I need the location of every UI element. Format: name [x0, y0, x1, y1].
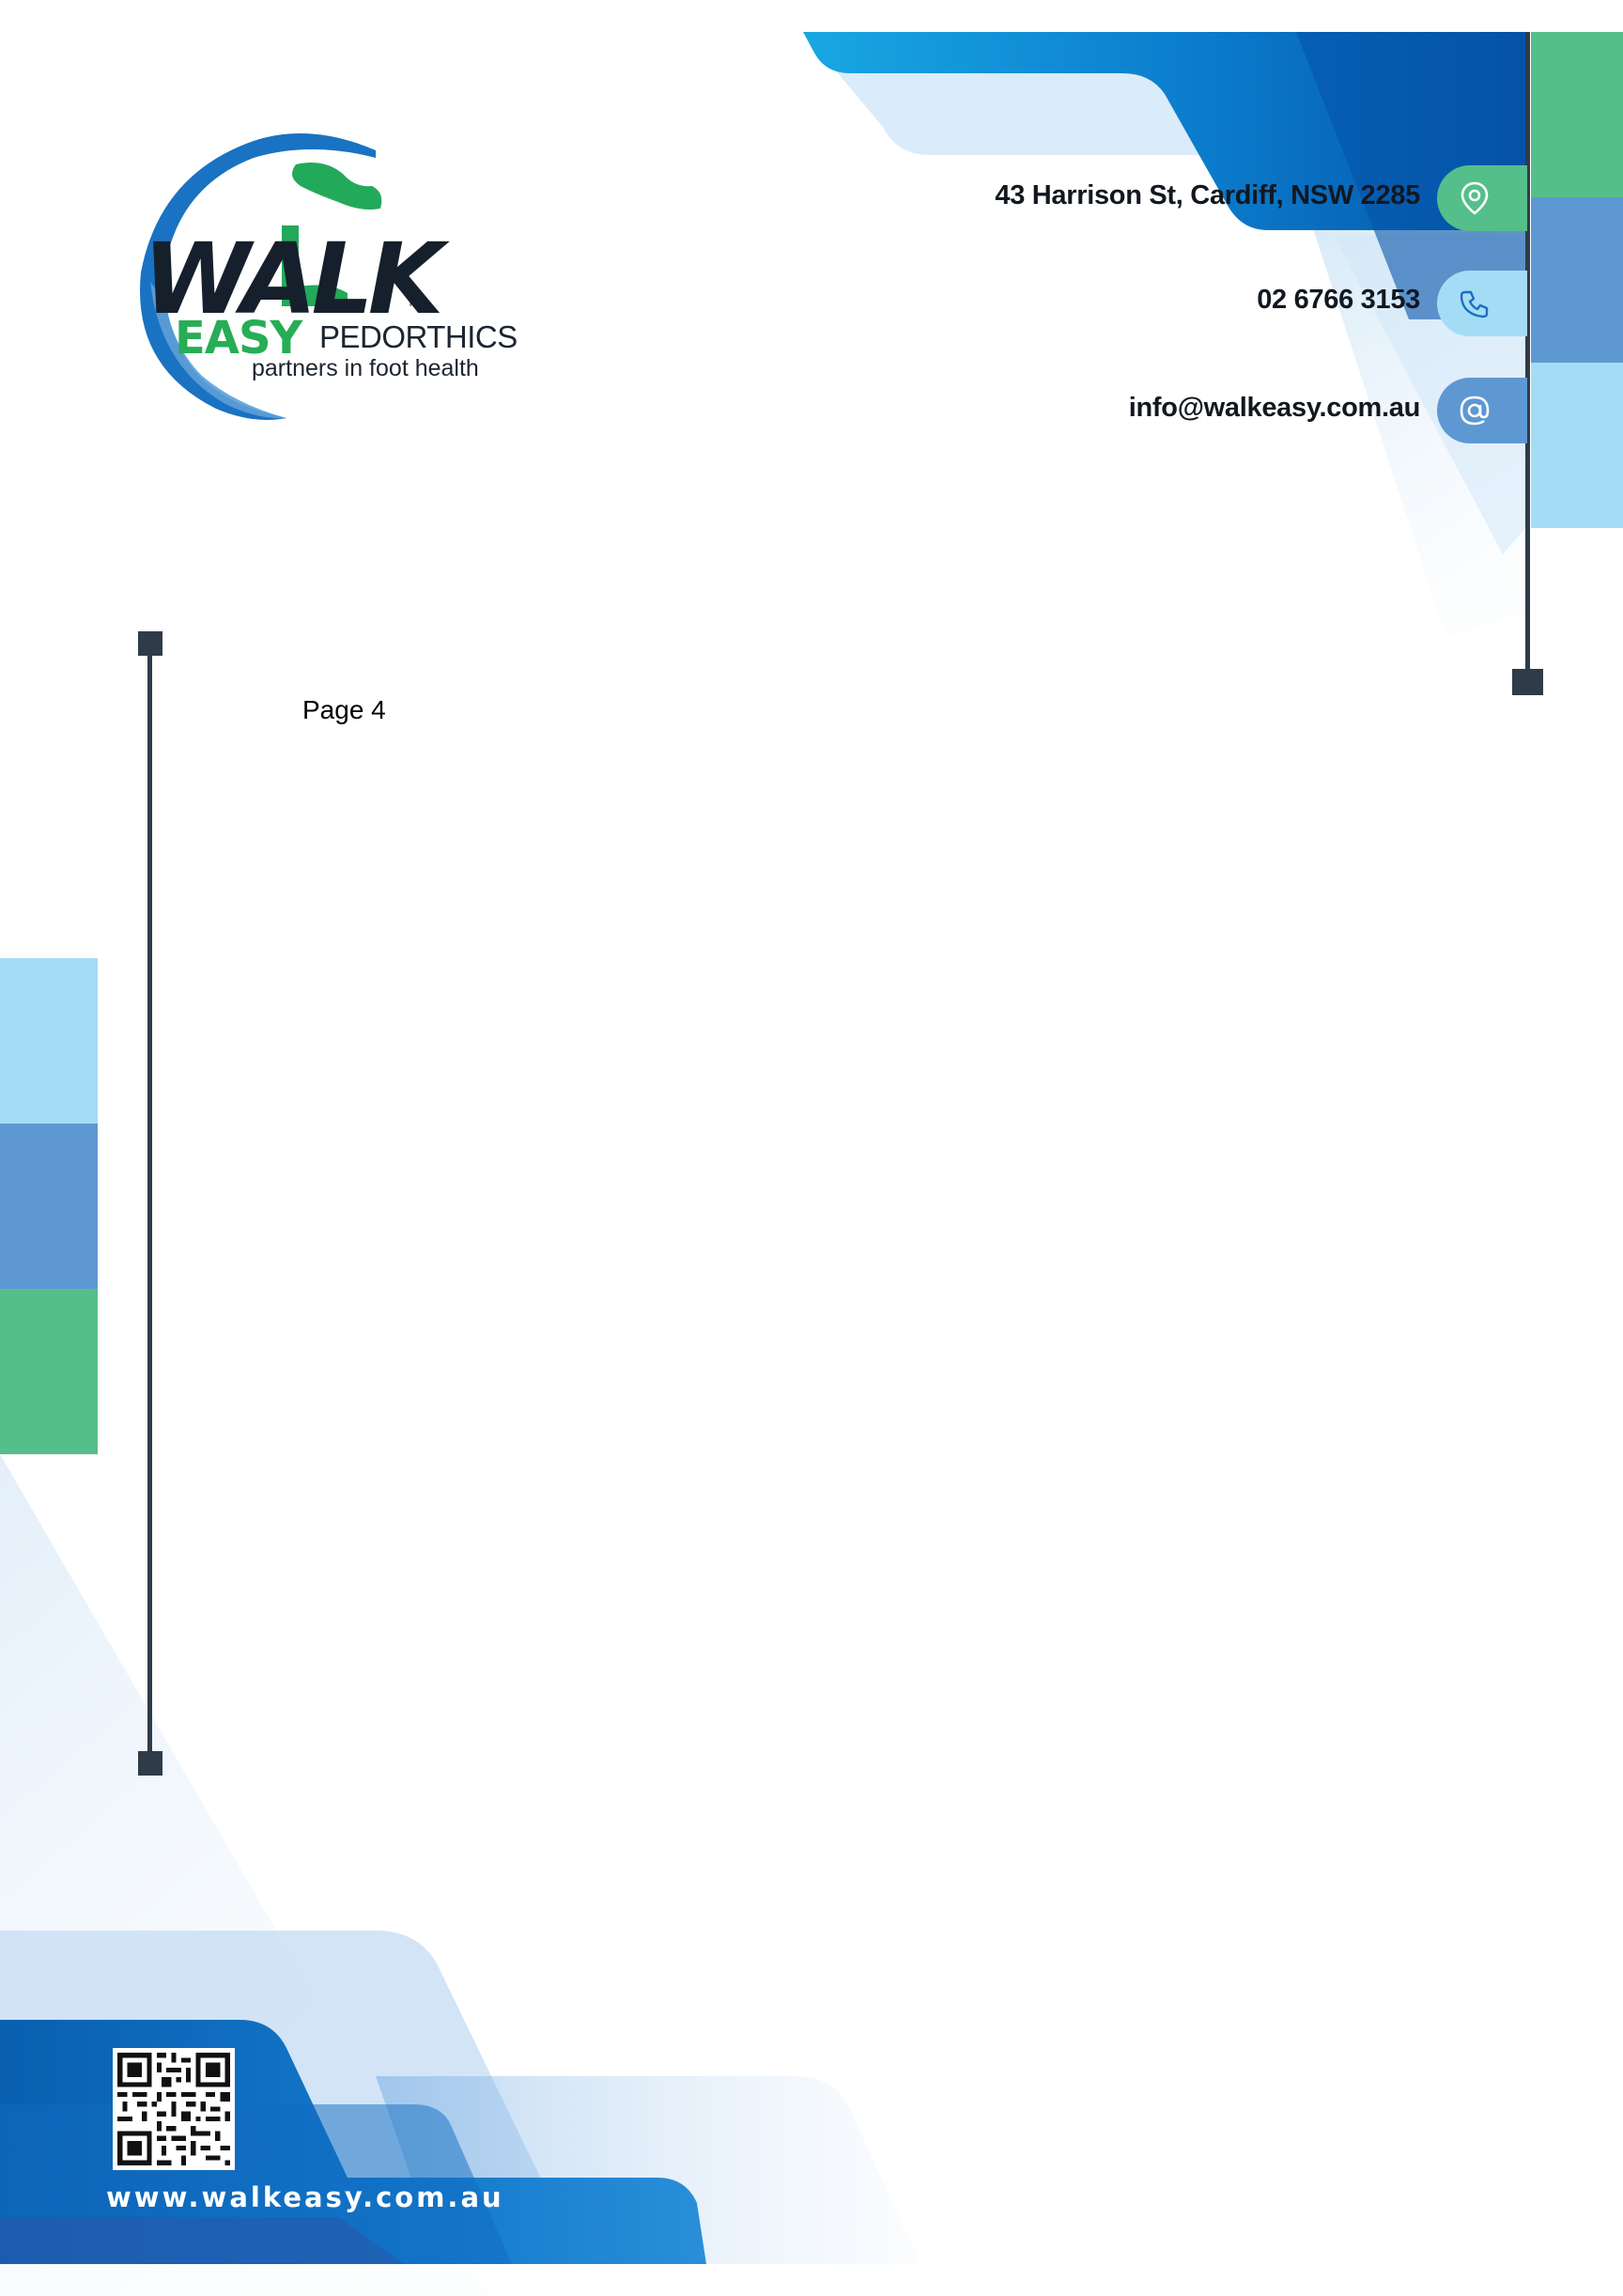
footer-website[interactable]: www.walkeasy.com.au	[106, 2181, 504, 2213]
address-pill	[1437, 165, 1527, 231]
location-pin-icon	[1461, 181, 1489, 215]
contact-address: 43 Harrison St, Cardiff, NSW 2285	[995, 180, 1420, 210]
phone-icon	[1460, 290, 1489, 318]
logo-easy-text: EASY	[175, 312, 302, 365]
page-number-label: Page 4	[302, 695, 386, 724]
logo-trademark: TM	[408, 299, 422, 309]
logo-tagline: partners in foot health	[252, 355, 479, 381]
company-logo: WALK TM EASY PEDORTHICS partners in foot…	[139, 132, 518, 423]
email-pill	[1437, 378, 1527, 443]
at-sign-icon	[1460, 396, 1490, 426]
contact-email: info@walkeasy.com.au	[1128, 393, 1421, 423]
contact-phone: 02 6766 3153	[1257, 285, 1420, 315]
logo-pedorthics-text: PEDORTHICS	[319, 319, 518, 354]
phone-pill	[1437, 271, 1527, 336]
qr-code	[113, 2048, 235, 2170]
logo-walk-text: WALK	[143, 222, 443, 336]
